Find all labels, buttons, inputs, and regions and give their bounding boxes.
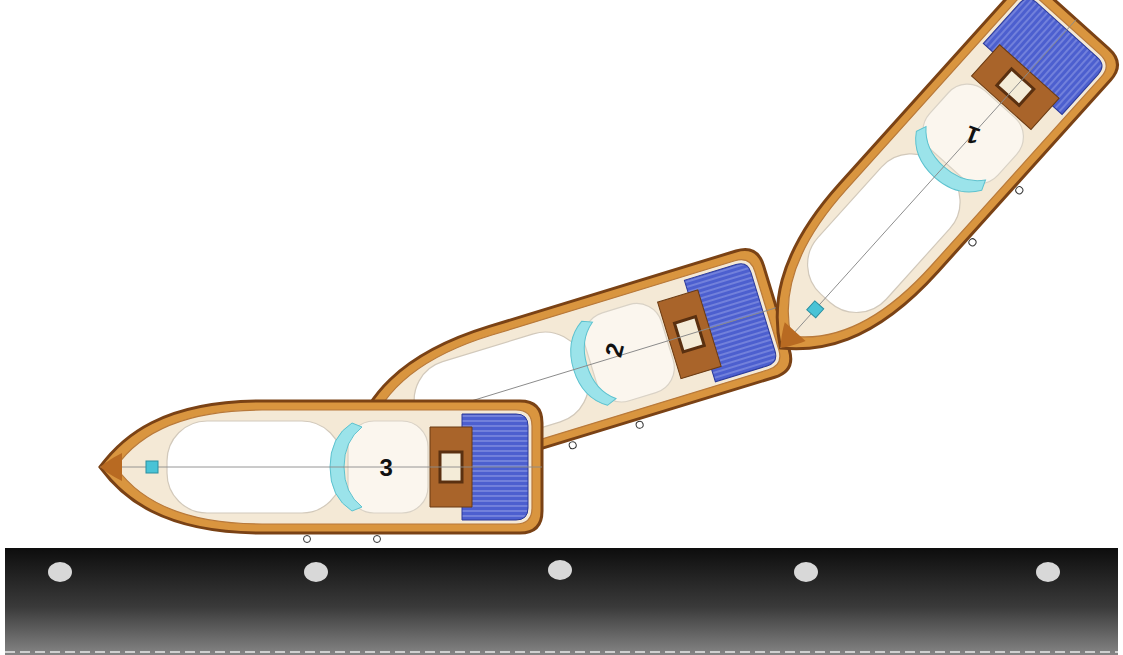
bollard [1036,562,1060,582]
callout-number: 3 [380,456,393,480]
callout-number: 1 [962,121,983,148]
bollard [48,562,72,582]
boat [100,401,542,543]
callout-number: 2 [601,340,628,359]
dock [5,548,1118,655]
boat [731,0,1123,398]
dock-edge [5,651,1118,653]
bollard [548,560,572,580]
bollard [304,562,328,582]
bollard [794,562,818,582]
